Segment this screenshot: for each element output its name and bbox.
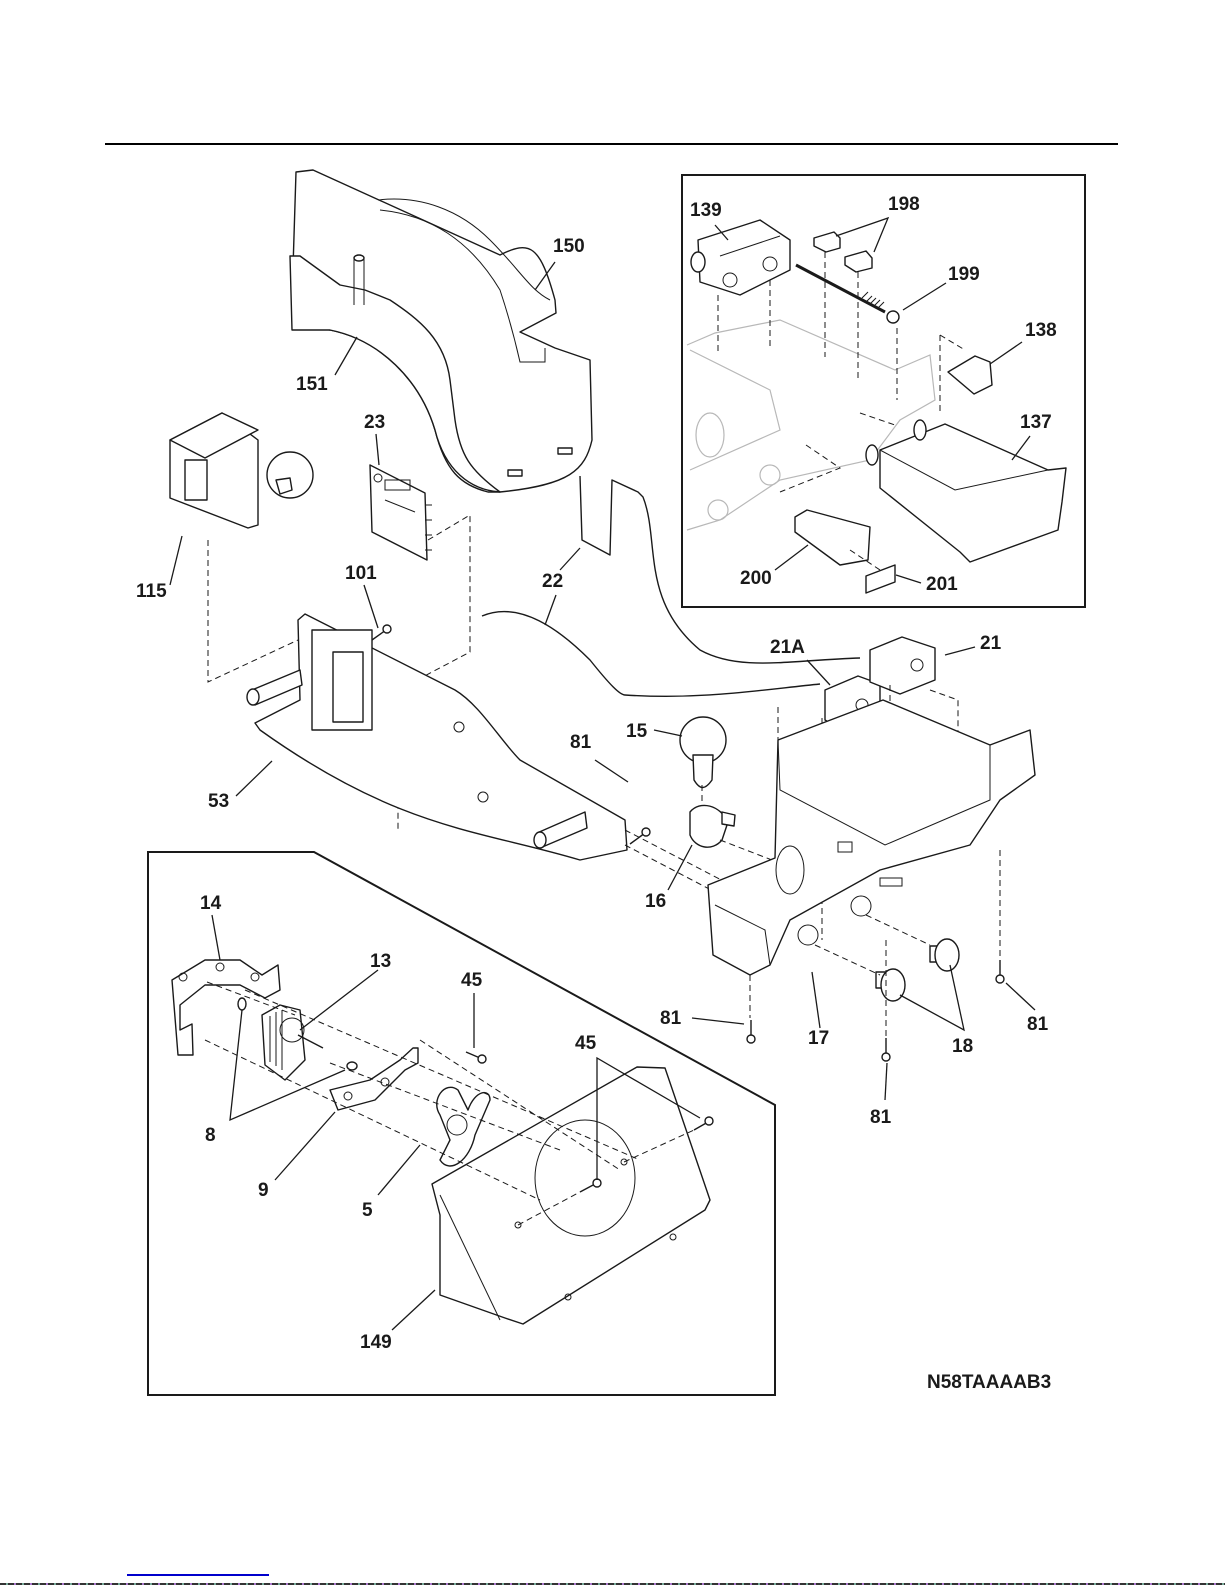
drawing-code: N58TAAAAB3 xyxy=(927,1372,1051,1393)
callout-53: 53 xyxy=(208,791,229,812)
part-81-screw-b[interactable] xyxy=(747,1020,755,1043)
part-200-lever[interactable] xyxy=(795,510,870,565)
callout-9: 9 xyxy=(258,1180,269,1201)
footer-link[interactable] xyxy=(127,1574,269,1576)
part-150-151-duct[interactable] xyxy=(290,170,592,492)
callout-45-a: 45 xyxy=(461,970,483,991)
callout-139: 139 xyxy=(690,200,722,221)
callout-18: 18 xyxy=(952,1036,973,1057)
callout-16: 16 xyxy=(645,891,666,912)
callout-199: 199 xyxy=(948,264,980,285)
callout-201: 201 xyxy=(926,574,958,595)
callout-200: 200 xyxy=(740,568,772,589)
callout-81-c: 81 xyxy=(870,1107,892,1128)
callout-81-d: 81 xyxy=(1027,1014,1049,1035)
callout-115: 115 xyxy=(136,581,167,602)
callout-138: 138 xyxy=(1025,320,1057,341)
part-115-housing[interactable] xyxy=(170,413,313,528)
callout-137: 137 xyxy=(1020,412,1052,433)
part-18-knob-a[interactable] xyxy=(876,969,905,1001)
callout-45-b: 45 xyxy=(575,1033,597,1054)
callout-149: 149 xyxy=(360,1332,392,1353)
part-81-screw-d[interactable] xyxy=(996,960,1004,983)
callout-13: 13 xyxy=(370,951,391,972)
part-21-switch[interactable] xyxy=(870,637,935,694)
callout-21: 21 xyxy=(980,633,1002,654)
part-137-paddle[interactable] xyxy=(866,420,1066,562)
callout-198: 198 xyxy=(888,194,920,215)
part-138-clip[interactable] xyxy=(948,356,992,394)
part-198-clip-b[interactable] xyxy=(845,251,872,272)
callout-8: 8 xyxy=(205,1125,216,1146)
part-45-screw-c[interactable] xyxy=(694,1117,713,1130)
callout-17: 17 xyxy=(808,1028,829,1049)
callout-150: 150 xyxy=(553,236,585,257)
callout-15: 15 xyxy=(626,721,648,742)
part-9-bracket[interactable] xyxy=(330,1048,418,1110)
part-139-block[interactable] xyxy=(691,220,790,295)
part-13-motor[interactable] xyxy=(262,1005,323,1080)
callout-22: 22 xyxy=(542,571,563,592)
part-15-bulb[interactable] xyxy=(680,717,726,788)
part-101-screw[interactable] xyxy=(372,625,391,640)
callout-14: 14 xyxy=(200,893,222,914)
callout-23: 23 xyxy=(364,412,385,433)
part-23-control-board[interactable] xyxy=(370,465,432,560)
part-17-housing[interactable] xyxy=(708,700,1035,975)
callout-21A: 21A xyxy=(770,637,805,658)
part-45-screw-a[interactable] xyxy=(466,1052,486,1063)
part-198-clip-a[interactable] xyxy=(814,232,840,252)
part-16-socket[interactable] xyxy=(690,805,735,847)
callout-151: 151 xyxy=(296,374,328,395)
callout-101: 101 xyxy=(345,563,377,584)
part-201-label[interactable] xyxy=(866,565,895,593)
callout-81-a: 81 xyxy=(570,732,592,753)
part-81-screw-c[interactable] xyxy=(882,1038,890,1061)
part-22-tube[interactable] xyxy=(482,476,860,696)
part-199-rod-spring[interactable] xyxy=(796,265,899,323)
callout-81-b: 81 xyxy=(660,1008,682,1029)
part-18-knob-b[interactable] xyxy=(930,939,959,971)
callout-5: 5 xyxy=(362,1200,373,1221)
